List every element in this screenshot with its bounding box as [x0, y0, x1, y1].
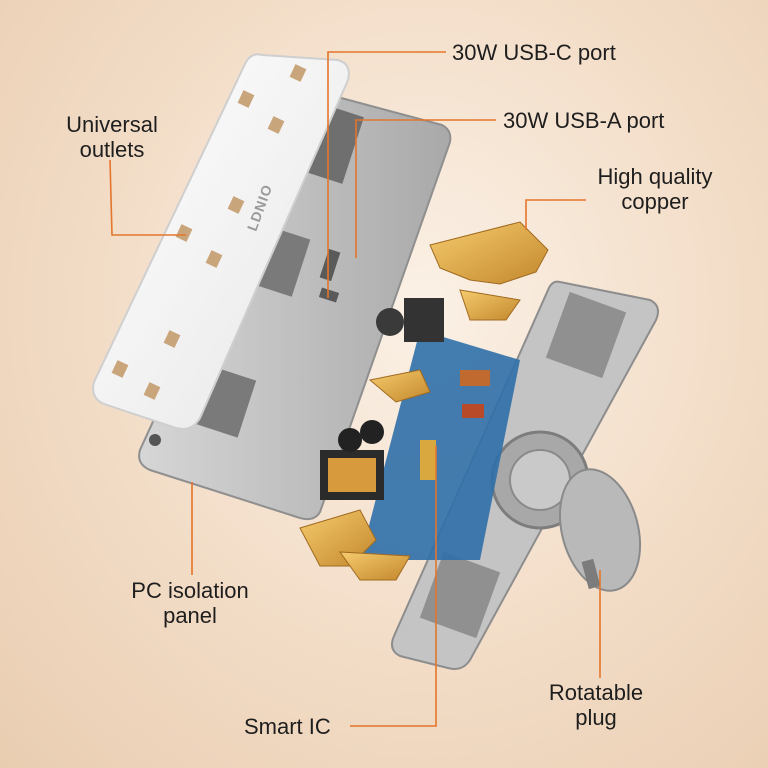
copper-line2: copper — [621, 189, 689, 214]
pc-isolation-frame — [138, 91, 452, 521]
pc-panel-line1: PC isolation — [131, 578, 249, 603]
universal-outlets-line2: outlets — [79, 137, 145, 162]
universal-outlets-line1: Universal — [66, 112, 158, 137]
copper-line1: High quality — [597, 164, 713, 189]
usb-a-port-label: 30W USB-A port — [503, 108, 665, 133]
plug-line2: plug — [575, 705, 617, 730]
high-quality-copper-label: High quality copper — [580, 164, 730, 214]
callout-lines — [109, 51, 601, 727]
smart-ic-leader — [350, 446, 437, 727]
pc-panel-line2: panel — [163, 603, 217, 628]
outlets-leader — [109, 159, 186, 236]
rotatable-plug-base — [391, 280, 659, 670]
copper-terminals — [299, 221, 549, 581]
copper-leader — [525, 199, 586, 230]
universal-outlets-label: Universal outlets — [52, 112, 172, 162]
usb-a-leader — [355, 119, 496, 258]
smart-ic-label: Smart IC — [244, 714, 331, 739]
usb-c-leader — [327, 51, 446, 298]
usb-c-port-label: 30W USB-C port — [452, 40, 616, 65]
pc-isolation-panel-label: PC isolation panel — [115, 578, 265, 628]
pcb-assembly — [320, 298, 520, 560]
rotatable-plug-label: Rotatable plug — [526, 680, 666, 730]
plug-line1: Rotatable — [548, 680, 644, 705]
universal-outlet-panel — [92, 53, 350, 430]
